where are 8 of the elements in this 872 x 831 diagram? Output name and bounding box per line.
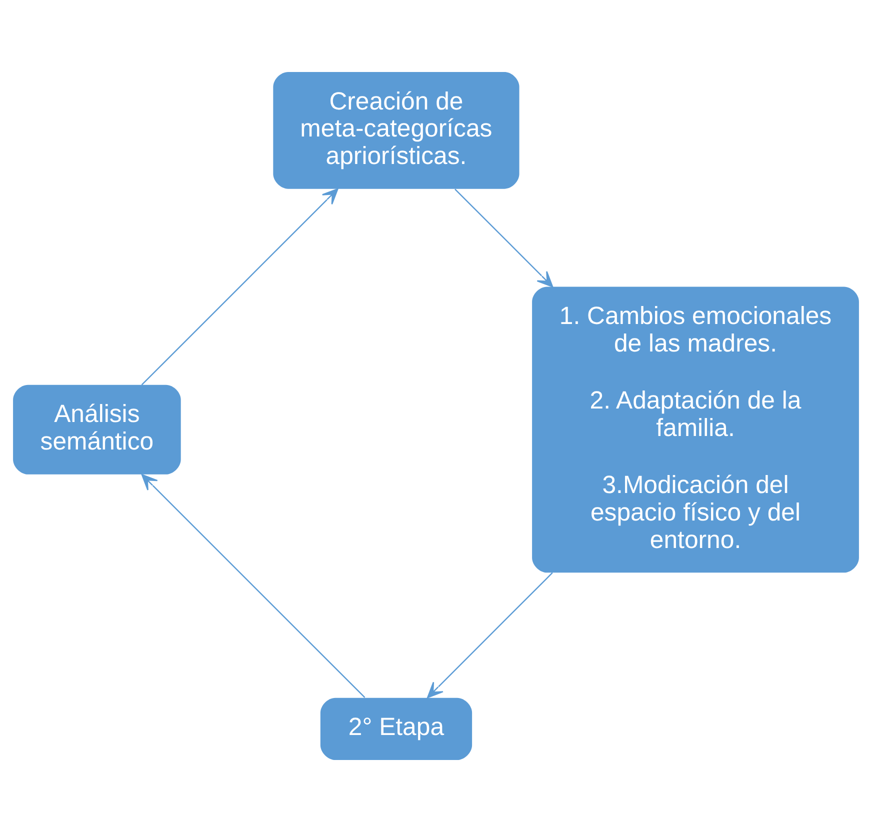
node-box: Análisis semántico <box>13 384 181 474</box>
arrow <box>141 474 366 698</box>
arrow <box>427 572 553 698</box>
arrow <box>141 188 338 385</box>
arrow <box>454 188 554 287</box>
node-box: Creación de meta-categorícas apriorísticas. <box>273 71 520 188</box>
node-box: 2° Etapa <box>320 697 472 760</box>
node-box: 1. Cambios emocionales de las madres. 2. Adaptación de la familia. 3.Modicación del espacio físico y del entorno. <box>532 286 859 572</box>
